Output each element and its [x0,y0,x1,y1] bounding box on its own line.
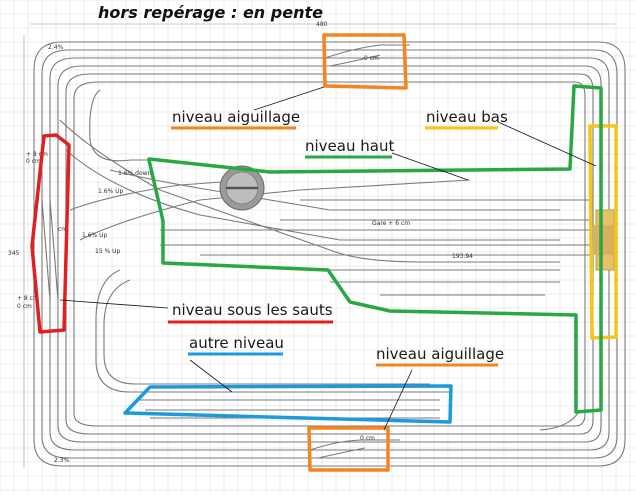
grade-top-left: 2.4% [48,44,64,51]
leader-sous-sauts [59,299,169,309]
right-platform-inner [594,225,616,255]
leader-haut [391,152,469,181]
diagonal-track-5 [109,169,560,211]
lower-loop-1 [95,269,450,393]
orange-switch-zone-top [322,33,408,90]
green-high-level-zone [147,84,603,414]
plus8-top: + 8 cm [26,151,48,158]
diagonal-track-3 [79,179,471,241]
inner-loop-track [57,65,602,443]
top-dimension-label: 480 [316,21,328,28]
blue-other-level-zone [123,384,453,424]
cm-mid: cm [58,226,67,233]
lower-switch-track [309,439,400,459]
red-under-jump-zone [30,133,71,334]
label-autre-niveau: autre niveau [189,334,284,352]
switch-top-cm: 0 cm [364,55,379,62]
label-niveau-aiguillage-bottom: niveau aiguillage [376,345,504,363]
leader-autre [189,359,233,393]
zero-top: 0 cm [26,158,41,165]
zero-bottom: 0 cm [17,303,32,310]
label-niveau-haut: niveau haut [305,137,394,155]
grade-up-16b: 1.6% Up [82,232,108,239]
track-annotations: 2.4% 2.3% + 8 cm 0 cm + 8 cm 0 cm cm 1.6… [17,44,473,464]
orange-switch-zone-bottom [307,426,390,472]
lower-loop-2 [103,279,430,385]
left-ramp-track-2 [49,199,59,301]
level-labels: niveau aiguillage niveau bas niveau haut… [172,108,508,363]
station-label: Gare + 6 cm [372,220,410,227]
label-niveau-sous-sauts: niveau sous les sauts [172,301,333,319]
leader-aiguillage-bottom [383,369,413,431]
turntable [219,165,265,211]
outer-loop-track-2 [41,49,618,459]
outer-loop-track [33,41,626,467]
grade-up-16: 1.6% Up [98,188,124,195]
grade-bottom-left: 2.3% [54,457,70,464]
plus8-bottom: + 8 cm [17,295,39,302]
diagonal-track-1 [59,119,560,263]
outer-loop-track-3 [49,57,610,451]
left-dimension-label: 345 [8,250,20,257]
diagram-title: hors repérage : en pente [98,3,323,22]
inner-loop-track-2 [65,73,594,435]
diagonal-track-4 [69,179,251,211]
leader-bas [497,121,597,167]
leader-aiguillage-top [253,86,325,111]
label-niveau-aiguillage-top: niveau aiguillage [172,108,300,126]
left-ramp-track-1 [41,199,51,301]
inner-return-track [89,89,170,162]
measure-label: 193.94 [452,253,473,260]
upper-switch-track [324,44,410,67]
track-layout [33,41,626,467]
inner-loop-track-3 [73,81,586,427]
diagonal-track-2 [65,149,560,241]
grade-down-16: 1.6% down [118,170,152,177]
switch-bottom-cm: 0 cm [360,435,375,442]
label-niveau-bas: niveau bas [426,108,508,126]
grade-up-15: 15 % Up [95,248,121,255]
yellow-low-level-zone [588,124,618,340]
